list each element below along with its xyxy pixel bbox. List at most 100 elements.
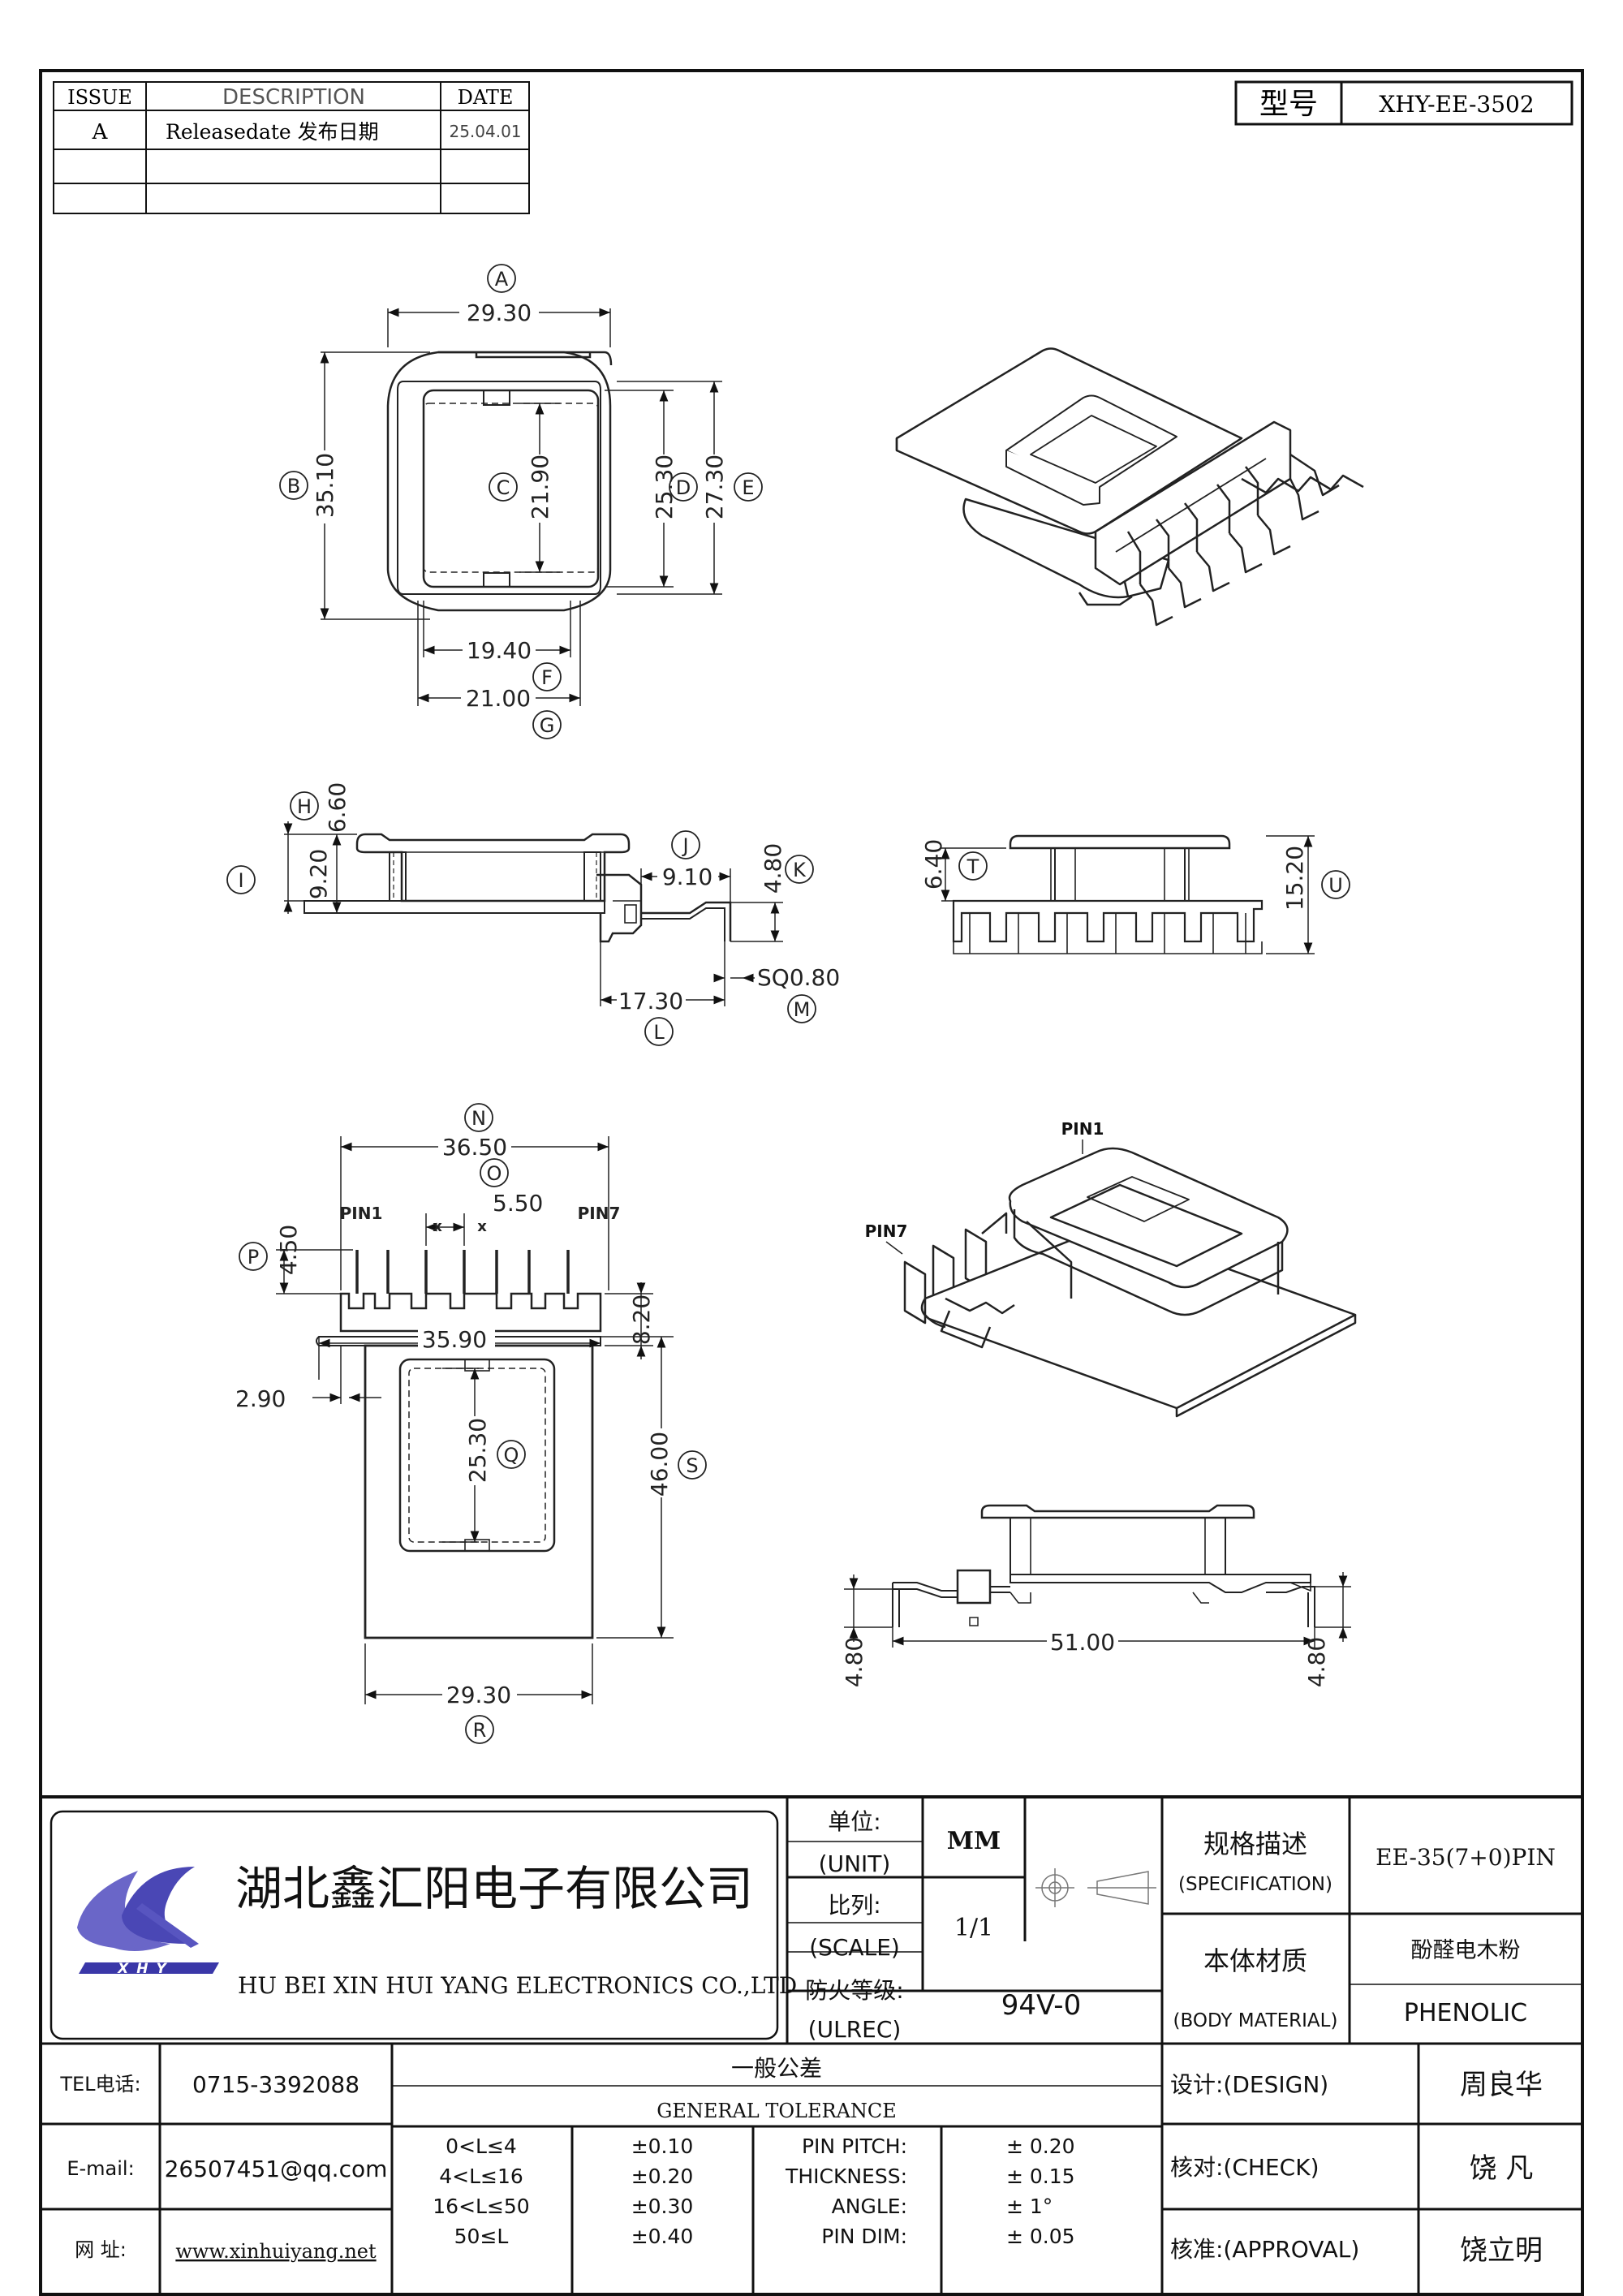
top-outer-outline xyxy=(438,351,613,366)
balloon-u: U xyxy=(1328,874,1343,897)
scale-value: 1/1 xyxy=(954,1914,993,1942)
balloon-g: G xyxy=(540,714,555,737)
approval-value: 饶立明 xyxy=(1460,2234,1543,2267)
dim-u-value: 15.20 xyxy=(1281,846,1308,911)
front-view-dimensions xyxy=(941,835,1315,954)
rev-header-issue: ISSUE xyxy=(67,86,132,109)
iso-pin1-label: PIN1 xyxy=(1061,1119,1104,1139)
approval-label: 核准:(APPROVAL) xyxy=(1170,2236,1359,2263)
top-view-balloons: A B C D E F G xyxy=(279,264,763,739)
top-view xyxy=(386,351,613,612)
balloon-b: B xyxy=(287,475,300,498)
scale-label-cn: 比列: xyxy=(828,1892,880,1919)
sheet-frame xyxy=(39,69,1584,2296)
tol-extra-value-2: ± 0.15 xyxy=(1006,2165,1075,2188)
web-value[interactable]: www.xinhuiyang.net xyxy=(175,2240,377,2263)
front-view xyxy=(952,834,1264,954)
iso-pin7-leader xyxy=(885,1241,903,1255)
bottom-view-labels: 36.50 5.50 4.50 35.90 8.20 2.90 25.30 46… xyxy=(235,1134,674,1708)
side-view-labels: 6.60 9.20 9.10 4.80 17.30 SQ0.80 xyxy=(305,782,840,1014)
model-box xyxy=(1234,80,1573,126)
title-block-grid xyxy=(41,1797,1582,2294)
iso-view-top xyxy=(895,347,1364,627)
dim-left-value: 4.80 xyxy=(841,1637,867,1687)
tol-extra-name-3: ANGLE: xyxy=(832,2195,907,2218)
balloon-t: T xyxy=(966,855,979,878)
balloon-p: P xyxy=(248,1246,259,1269)
dim-r-value: 29.30 xyxy=(446,1682,511,1708)
tol-title-cn: 一般公差 xyxy=(731,2055,822,2082)
web-label: 网 址: xyxy=(75,2238,127,2261)
bottom-pin7-label: PIN7 xyxy=(578,1204,621,1223)
design-label: 设计:(DESIGN) xyxy=(1170,2071,1328,2098)
dim-i-value: 9.20 xyxy=(305,849,332,899)
tol-value-3: ±0.30 xyxy=(631,2195,694,2218)
dim-k-value: 4.80 xyxy=(760,843,786,894)
side-view-2-labels: 4.80 51.00 4.80 xyxy=(841,1629,1330,1687)
balloon-i: I xyxy=(238,869,243,892)
front-view-labels: 6.40 15.20 T U xyxy=(920,839,1350,911)
tel-value: 0715-3392088 xyxy=(192,2071,359,2098)
dim-m-value: SQ0.80 xyxy=(757,964,840,991)
check-label: 核对:(CHECK) xyxy=(1170,2154,1319,2181)
top-flange-outline xyxy=(436,352,611,370)
model-value: XHY-EE-3502 xyxy=(1379,91,1534,118)
scale-label-en: (SCALE) xyxy=(809,1934,900,1961)
tol-extra-value-3: ± 1° xyxy=(1006,2195,1053,2218)
dim-q-value: 25.30 xyxy=(464,1418,491,1483)
unit-value: MM xyxy=(947,1827,1001,1855)
balloon-c: C xyxy=(497,476,510,499)
balloon-r: R xyxy=(473,1719,487,1742)
tol-extra-value-1: ± 0.20 xyxy=(1006,2134,1075,2158)
email-value: 26507451@qq.com xyxy=(165,2156,388,2182)
iso-view-bottom xyxy=(903,1147,1357,1418)
flame-label-cn: 防火等级: xyxy=(805,1977,903,2004)
spec-label-cn: 规格描述 xyxy=(1203,1829,1307,1859)
dim-t-value: 6.40 xyxy=(920,839,947,890)
tol-range-2: 4<L≤16 xyxy=(439,2165,523,2188)
bottom-view xyxy=(316,1250,602,1639)
dim-a-value: 29.30 xyxy=(467,299,532,326)
material-label-en: (BODY MATERIAL) xyxy=(1173,2010,1338,2031)
balloon-l: L xyxy=(653,1021,665,1044)
dim-d-value: 25.30 xyxy=(651,454,678,519)
email-label: E-mail: xyxy=(67,2157,134,2180)
tol-range-1: 0<L≤4 xyxy=(446,2134,517,2158)
top-view-labels: 29.30 35.10 21.90 25.30 27.30 19.40 21.0… xyxy=(312,299,728,712)
side-view xyxy=(304,833,732,943)
flame-value: 94V-0 xyxy=(1001,1989,1081,2022)
dim-w-value: 35.90 xyxy=(422,1326,487,1353)
balloon-k: K xyxy=(793,859,807,881)
balloon-f: F xyxy=(541,666,553,689)
dim-span-value: 51.00 xyxy=(1050,1629,1115,1656)
balloon-d: D xyxy=(676,476,691,499)
balloon-m: M xyxy=(794,998,811,1021)
balloon-j: J xyxy=(681,834,688,857)
company-name-cn: 湖北鑫汇阳电子有限公司 xyxy=(235,1861,753,1916)
bottom-pin1-label: PIN1 xyxy=(340,1204,383,1223)
dim-e-value: 27.30 xyxy=(701,454,728,519)
dim-h2-value: 8.20 xyxy=(628,1294,655,1345)
rev-header-date: DATE xyxy=(458,86,514,109)
spec-label-en: (SPECIFICATION) xyxy=(1178,1874,1332,1895)
tol-extra-name-1: PIN PITCH: xyxy=(802,2134,907,2158)
dim-l-value: 17.30 xyxy=(618,988,683,1014)
tol-extra-name-4: PIN DIM: xyxy=(821,2225,907,2248)
unit-label-cn: 单位: xyxy=(828,1808,880,1835)
rev-row-date: 25.04.01 xyxy=(449,122,521,141)
dim-right-value: 4.80 xyxy=(1303,1637,1330,1687)
spec-value: EE-35(7+0)PIN xyxy=(1375,1844,1556,1871)
dim-o-value: 5.50 xyxy=(493,1190,543,1217)
unit-label-en: (UNIT) xyxy=(819,1850,891,1877)
tel-label: TEL电话: xyxy=(59,2073,140,2096)
tol-range-3: 16<L≤50 xyxy=(433,2195,529,2218)
tol-value-1: ±0.10 xyxy=(631,2134,694,2158)
balloon-o: O xyxy=(487,1162,502,1185)
flame-label-en: (ULREC) xyxy=(808,2016,902,2043)
rev-row-issue: A xyxy=(92,120,109,144)
balloon-h: H xyxy=(297,795,312,818)
dim-j-value: 9.10 xyxy=(662,864,712,890)
balloon-a: A xyxy=(495,268,509,291)
tol-value-2: ±0.20 xyxy=(631,2165,694,2188)
